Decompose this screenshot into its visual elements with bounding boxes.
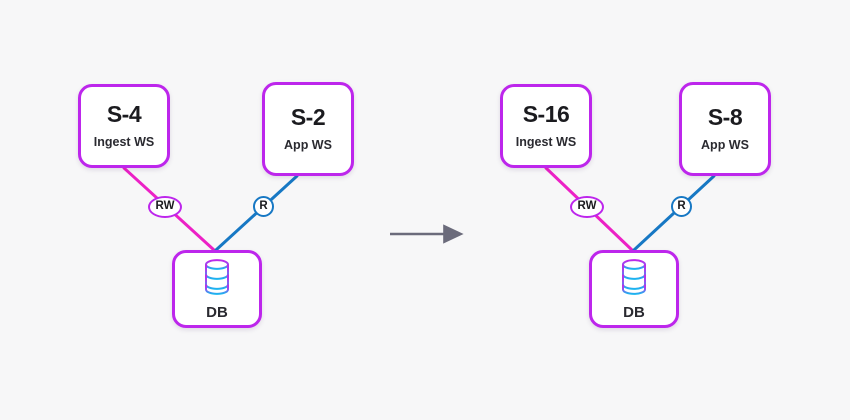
node-subtitle: App WS xyxy=(284,138,332,153)
node-app-ws-after[interactable]: S-8 App WS xyxy=(679,82,771,176)
node-ingest-ws-before[interactable]: S-4 Ingest WS xyxy=(78,84,170,168)
node-subtitle: Ingest WS xyxy=(515,135,577,150)
node-subtitle: App WS xyxy=(701,138,749,153)
edge-label-rw-after[interactable]: RW xyxy=(570,196,604,218)
node-title: S-8 xyxy=(707,104,743,131)
edge-label-r-before[interactable]: R xyxy=(253,196,274,217)
node-ingest-ws-after[interactable]: S-16 Ingest WS xyxy=(500,84,592,168)
node-title: S-4 xyxy=(106,101,142,128)
edge-label-rw-before[interactable]: RW xyxy=(148,196,182,218)
node-subtitle: DB xyxy=(623,304,645,321)
edge-label-text: RW xyxy=(577,200,597,213)
node-subtitle: DB xyxy=(206,304,228,321)
edge-label-text: R xyxy=(677,199,686,212)
database-cylinder-icon xyxy=(619,258,649,296)
node-subtitle: Ingest WS xyxy=(93,135,155,150)
node-title: S-16 xyxy=(522,101,570,128)
database-cylinder-icon xyxy=(202,258,232,296)
node-title: S-2 xyxy=(290,104,326,131)
node-db-after[interactable]: DB xyxy=(589,250,679,328)
edge-label-text: RW xyxy=(155,200,175,213)
node-app-ws-before[interactable]: S-2 App WS xyxy=(262,82,354,176)
edge-label-text: R xyxy=(259,199,268,212)
edge-label-r-after[interactable]: R xyxy=(671,196,692,217)
node-db-before[interactable]: DB xyxy=(172,250,262,328)
